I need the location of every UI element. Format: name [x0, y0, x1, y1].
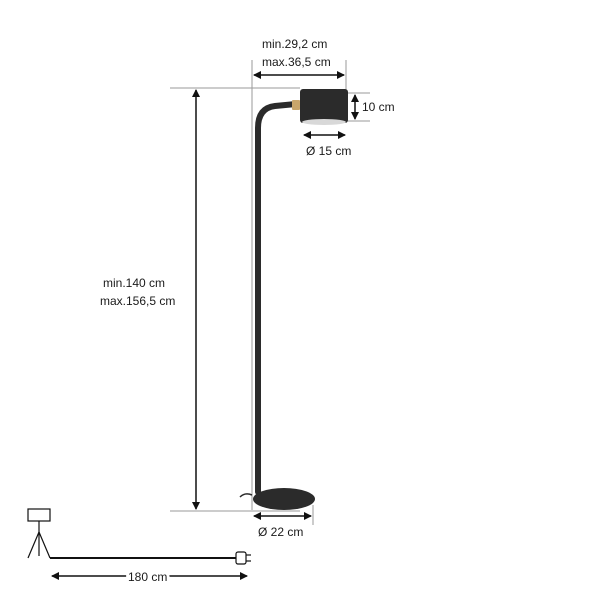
arm-reach-dimension: min.29,2 cm max.36,5 cm	[253, 37, 345, 79]
lamp-shade	[300, 89, 348, 123]
lamp-base	[253, 488, 315, 510]
shade-height-dimension: 10 cm	[351, 94, 395, 120]
arm-reach-max-label: max.36,5 cm	[262, 55, 331, 69]
shade-height-label: 10 cm	[362, 100, 395, 114]
arm-reach-min-label: min.29,2 cm	[262, 37, 327, 51]
height-min-label: min.140 cm	[103, 276, 165, 290]
plug-icon	[235, 551, 251, 565]
cable-length-dimension: 180 cm	[51, 567, 248, 587]
lamp-stem	[255, 101, 299, 495]
lamp-shade-rim	[302, 119, 346, 125]
lamp-joint	[292, 100, 300, 110]
floor-lamp-drawing	[239, 89, 348, 510]
height-dimension: min.140 cm max.156,5 cm	[100, 89, 200, 510]
base-diameter-label: Ø 22 cm	[258, 525, 303, 539]
shade-diameter-dimension: Ø 15 cm	[303, 131, 351, 158]
floor-lamp-icon	[27, 508, 51, 559]
shade-diameter-label: Ø 15 cm	[306, 144, 351, 158]
guide-lines	[170, 60, 370, 525]
lamp-cable-stub	[239, 493, 253, 498]
height-max-label: max.156,5 cm	[100, 294, 175, 308]
base-diameter-dimension: Ø 22 cm	[253, 512, 312, 539]
cable-length-label: 180 cm	[128, 570, 167, 584]
